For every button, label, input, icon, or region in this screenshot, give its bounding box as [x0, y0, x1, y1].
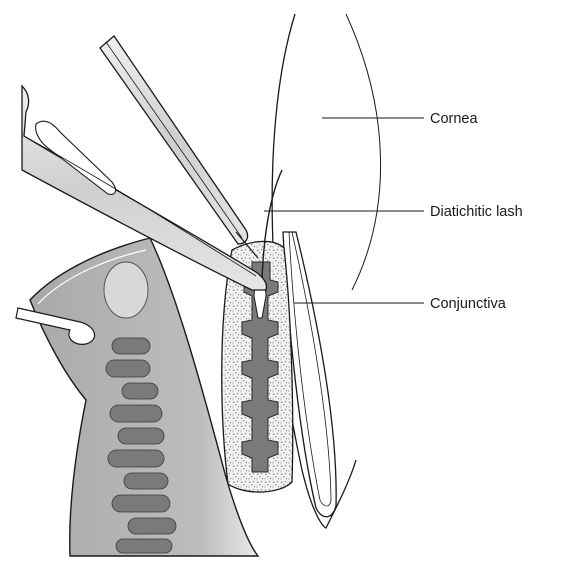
lash-label: Diatichitic lash	[430, 204, 523, 220]
tarsal-graft	[221, 240, 294, 493]
diatichitic-lash	[261, 169, 283, 291]
lid-nodule	[103, 261, 149, 319]
conjunctiva-label: Conjunctiva	[430, 296, 507, 312]
cornea-label: Cornea	[430, 111, 478, 127]
graft-gland	[241, 261, 279, 473]
gland-lobules	[105, 337, 177, 554]
lower-instrument	[21, 84, 268, 291]
lid-clamp	[15, 307, 96, 345]
upper-forceps	[99, 35, 259, 259]
